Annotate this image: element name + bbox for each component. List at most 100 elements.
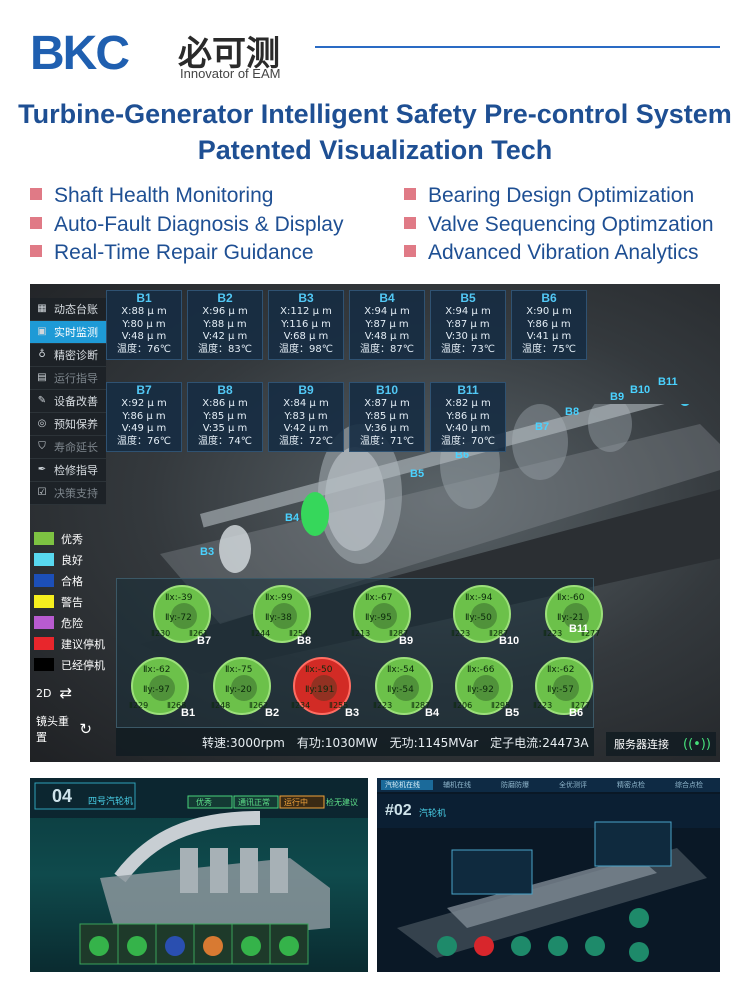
bullet-icon: [30, 245, 42, 258]
status-legend: 优秀 良好 合格 警告 危险 建议停机 已经停机: [34, 528, 114, 675]
gauge-label: B9: [399, 635, 414, 647]
brand-tagline: Innovator of EAM: [180, 66, 281, 81]
status-bar: 转速:3000rpm 有功:1030MW 无功:1145MVar 定子电流:24…: [116, 728, 594, 756]
screenshot-thumbnail-2: #02 汽轮机 汽轮机在线 辅机在线 防磨防爆 全优测评 精密点检 综合点检: [377, 778, 720, 972]
gauge-label: B11: [569, 623, 589, 635]
bullet-icon: [404, 188, 416, 201]
feature-item: Valve Sequencing Optimzation: [404, 213, 714, 237]
gauge-label: B2: [265, 707, 280, 719]
menu-item-predict[interactable]: ◎预知保养: [30, 413, 106, 436]
server-connection[interactable]: 服务器连接 ((•)): [606, 732, 716, 756]
monitor-screenshot: B3 B4 B5 B6 B7 B8 B9 B10 B11 ▦动态台账 ▣实时监测…: [30, 284, 720, 762]
camera-reset-button[interactable]: 镜头重置↻: [36, 715, 92, 744]
thumb2-title: 汽轮机: [419, 809, 447, 819]
gauge-hub: [231, 675, 257, 701]
thumb2-tab-2[interactable]: 辅机在线: [443, 781, 471, 789]
menu-item-diagnosis[interactable]: ♁精密诊断: [30, 344, 106, 367]
gauge-label: B3: [345, 707, 360, 719]
gauge-label: B10: [499, 635, 520, 647]
menu-item-life[interactable]: ⛉寿命延长: [30, 436, 106, 459]
title-line-1: Turbine-Generator Intelligent Safety Pre…: [18, 99, 732, 129]
thumb2-tab-5[interactable]: 精密点检: [617, 781, 645, 789]
reset-icon: ↻: [79, 720, 92, 738]
legend-item: 危险: [34, 612, 114, 633]
gauge-hub: [563, 603, 589, 629]
gauge-label: B6: [569, 707, 584, 719]
menu-item-decision[interactable]: ☑决策支持: [30, 482, 106, 505]
bullet-icon: [30, 188, 42, 201]
feature-item: Auto-Fault Diagnosis & Display: [30, 213, 343, 237]
legend-swatch: [34, 532, 54, 545]
title-line-2: Patented Visualization Tech: [197, 135, 553, 165]
menu-item-improve[interactable]: ✎设备改善: [30, 390, 106, 413]
bullet-icon: [404, 217, 416, 230]
menu-item-realtime[interactable]: ▣实时监测: [30, 321, 106, 344]
gauge-label: B8: [297, 635, 312, 647]
brand-logo: BKC: [30, 27, 130, 80]
feature-item: Bearing Design Optimization: [404, 184, 694, 208]
model-marker-b9: B9: [610, 391, 625, 403]
gauge-hub: [371, 603, 397, 629]
thumb1-status-4: 检无建议: [326, 798, 358, 807]
model-marker-b7: B7: [535, 421, 550, 433]
target-icon: ◎: [37, 418, 47, 429]
feature-item: Real-Time Repair Guidance: [30, 241, 314, 265]
thumb2-tab-3[interactable]: 防磨防爆: [501, 781, 529, 789]
brand-cn-name: 必可测: [178, 34, 280, 74]
brand-header: BKC 必可测 Innovator of EAM: [30, 22, 730, 82]
thumb1-status-1: 优秀: [196, 798, 212, 807]
model-marker-b6: B6: [455, 449, 470, 461]
gauge-hub: [149, 675, 175, 701]
thumb2-index: #02: [385, 802, 412, 819]
checkbox-icon: ☑: [37, 487, 47, 498]
model-marker-b10: B10: [630, 384, 651, 396]
gauge-label: B7: [197, 635, 212, 647]
model-marker-b11: B11: [658, 376, 678, 388]
thumb2-tab-4[interactable]: 全优测评: [559, 781, 587, 789]
view-2d-toggle[interactable]: 2D⇄: [36, 684, 73, 702]
legend-swatch: [34, 658, 54, 671]
feature-item: Shaft Health Monitoring: [30, 184, 273, 208]
shield-icon: ⛉: [38, 441, 46, 452]
gauge-label: B4: [425, 707, 440, 719]
thumb2-tab-6[interactable]: 综合点检: [675, 781, 703, 789]
menu-item-repair[interactable]: ✒检修指导: [30, 459, 106, 482]
guide-icon: ▤: [37, 372, 47, 383]
wand-icon: ✎: [37, 395, 47, 406]
gauge-hub: [473, 675, 499, 701]
legend-swatch: [34, 553, 54, 566]
menu-item-ledger[interactable]: ▦动态台账: [30, 298, 106, 321]
side-menu: ▦动态台账 ▣实时监测 ♁精密诊断 ▤运行指导 ✎设备改善 ◎预知保养 ⛉寿命延…: [30, 298, 106, 505]
legend-item: 合格: [34, 570, 114, 591]
menu-item-guide[interactable]: ▤运行指导: [30, 367, 106, 390]
swap-icon: ⇄: [59, 684, 73, 702]
wrench-icon: ✒: [37, 464, 47, 475]
model-marker-b4: B4: [285, 512, 300, 524]
legend-item: 良好: [34, 549, 114, 570]
thumb1-index: 04: [52, 786, 73, 806]
gauge-hub: [171, 603, 197, 629]
thumb2-tab-1[interactable]: 汽轮机在线: [385, 781, 420, 789]
